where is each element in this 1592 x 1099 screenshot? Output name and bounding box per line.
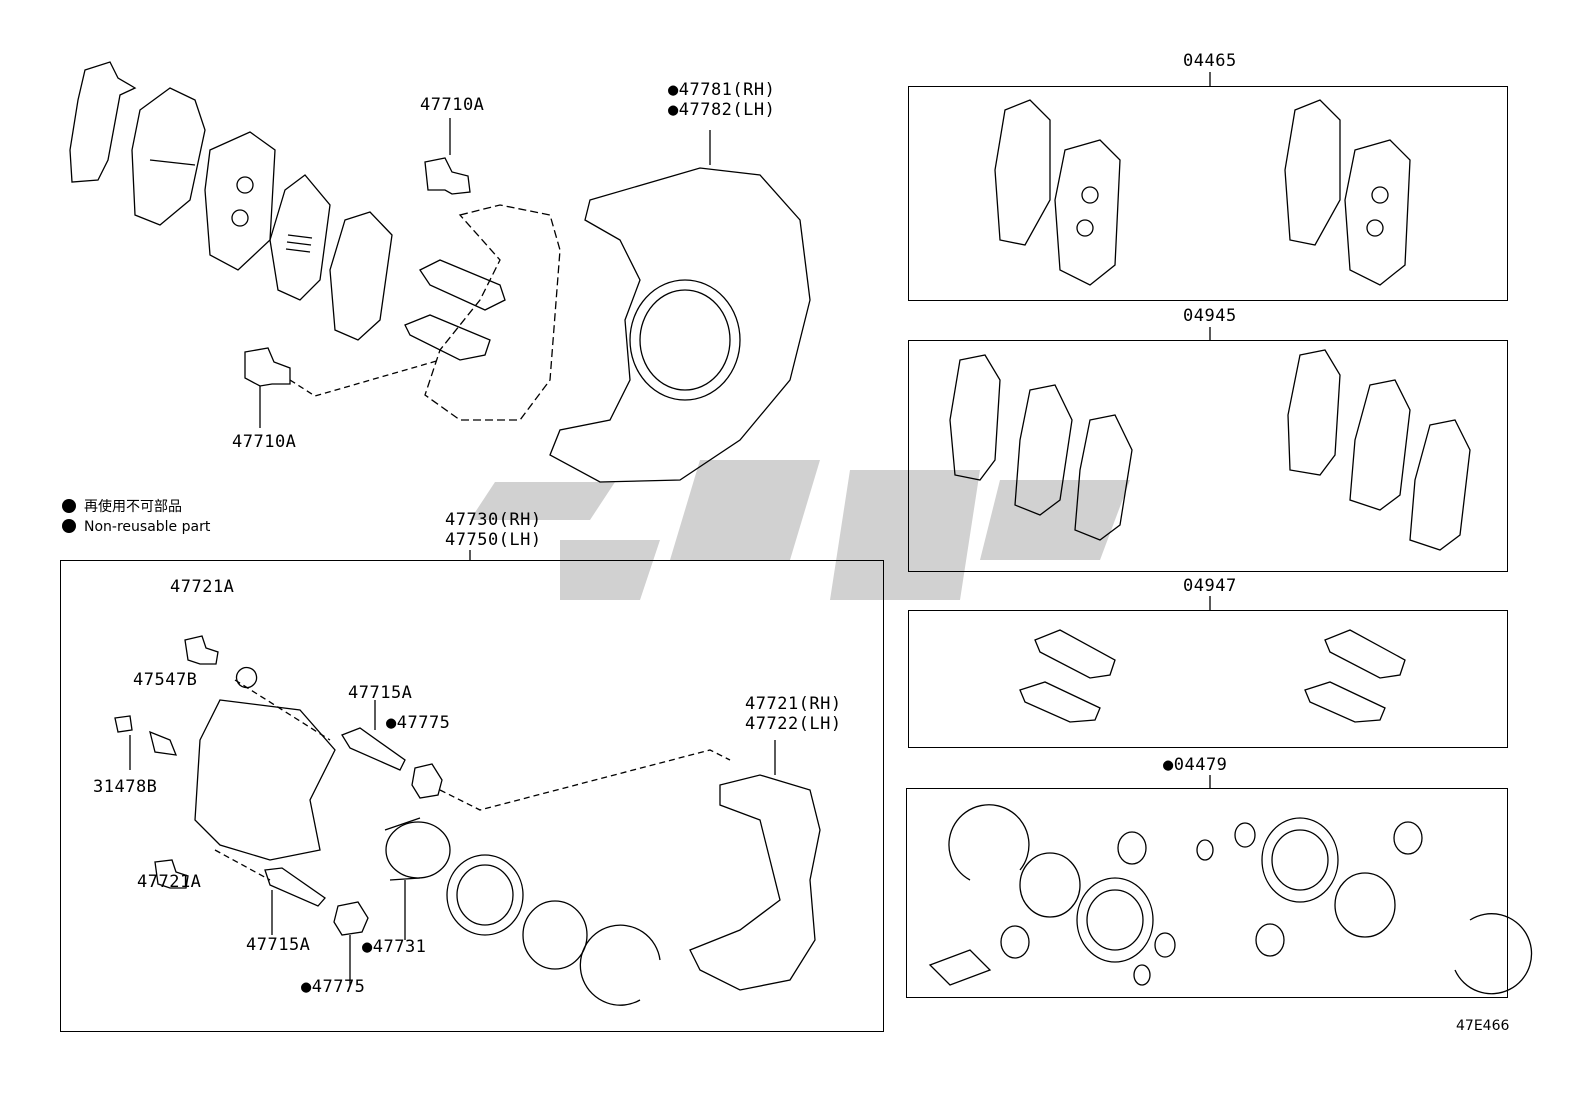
o-ring (522, 900, 588, 970)
caliper-mount (689, 740, 821, 991)
part-label-47781: ●47781(RH) (668, 80, 776, 100)
part-label-47715A-bottom: 47715A (246, 935, 311, 955)
shim-outer (69, 61, 137, 183)
legend-row-jp: 再使用不可部品 (62, 496, 182, 516)
kit-label-04945: 04945 (1183, 306, 1237, 326)
part-label-47775-top: ●47775 (386, 713, 451, 733)
kit-label-04479: ●04479 (1163, 755, 1228, 775)
part-label-47721A-bottom: 47721A (137, 872, 202, 892)
pad-support-plate (404, 259, 506, 361)
part-label-47722: 47722(LH) (745, 714, 842, 734)
part-label-47715A-top: 47715A (348, 683, 413, 703)
part-label-47775-bottom: ●47775 (301, 977, 366, 997)
non-reusable-dot-icon (62, 519, 76, 533)
non-reusable-dot-icon (62, 499, 76, 513)
kit-label-04465: 04465 (1183, 51, 1237, 71)
brake-pad-inner (204, 131, 276, 271)
caliper-assembly-box (60, 560, 884, 1032)
caliper-body (194, 666, 336, 881)
boots-47775 (333, 763, 443, 985)
part-label-47721A-top: 47721A (170, 577, 235, 597)
kit-04479-seals (928, 804, 1533, 995)
part-label-47721: 47721(RH) (745, 694, 842, 714)
piston-seal (446, 854, 524, 936)
caliper-mount-outline (424, 204, 561, 421)
kit-04465-pads (994, 99, 1411, 286)
dust-shield (549, 130, 811, 483)
bolt-47710A-bottom (244, 347, 291, 428)
dashed-leader (289, 359, 441, 397)
part-label-47731: ●47731 (362, 937, 427, 957)
bleeder-and-cap (114, 715, 178, 770)
legend-jp-text: 再使用不可部品 (84, 499, 182, 515)
kit-box-04945 (908, 340, 1508, 572)
guide-pins (264, 700, 406, 935)
snap-ring (579, 924, 661, 1006)
part-label-31478B: 31478B (93, 777, 158, 797)
kit-box-04479 (906, 788, 1508, 998)
part-label-47710A-top: 47710A (420, 95, 485, 115)
kit-04947-plates (1019, 629, 1406, 723)
part-label-47750: 47750(LH) (445, 530, 542, 550)
legend-en-text: Non-reusable part (84, 519, 211, 535)
kit-box-04465 (908, 86, 1508, 301)
anti-squeal-shim (269, 174, 331, 301)
part-label-47730: 47730(RH) (445, 510, 542, 530)
brake-pad-outer (131, 87, 206, 226)
part-label-47782: ●47782(LH) (668, 100, 776, 120)
legend-row-en: Non-reusable part (62, 519, 210, 535)
kit-box-04947 (908, 610, 1508, 748)
bolts-47721A (154, 635, 219, 889)
part-label-47710A-bottom: 47710A (232, 432, 297, 452)
piston (384, 817, 451, 940)
kit-04945-shims (949, 349, 1471, 551)
watermark-logo (470, 460, 1130, 600)
part-label-47547B: 47547B (133, 670, 198, 690)
kit-label-04947: 04947 (1183, 576, 1237, 596)
dashed-leader-2 (439, 749, 731, 811)
anti-squeal-shim-2 (329, 211, 393, 341)
bolt-47710A-top (424, 157, 471, 195)
figure-code: 47E466 (1456, 1018, 1510, 1034)
